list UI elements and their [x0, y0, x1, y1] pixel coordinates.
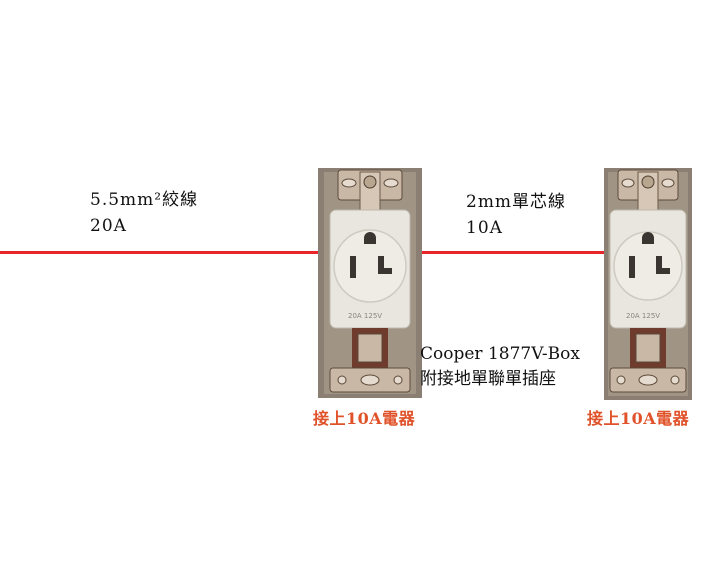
outlet-1-load-label: 接上10A電器 — [313, 409, 416, 428]
wire-segment-2-size: 2mm單芯線 — [466, 192, 567, 212]
outlet-1-model-desc: 附接地單聯單插座 — [420, 369, 556, 389]
wire-segment-1-spec: 5.5mm²絞線 20A — [90, 187, 198, 239]
outlet-1-image: 20A 125V — [318, 168, 422, 398]
outlet-2-image: 20A 125V — [604, 168, 692, 400]
outlet-1-model: Cooper 1877V-Box 附接地單聯單插座 — [420, 342, 580, 392]
wire-segment-1 — [0, 251, 330, 254]
outlet-1-model-name: Cooper 1877V-Box — [420, 344, 580, 364]
wire-segment-1-rating: 20A — [90, 216, 127, 236]
outlet-2-load-label: 接上10A電器 — [587, 409, 690, 428]
wire-segment-2-rating: 10A — [466, 218, 503, 238]
wire-segment-2 — [414, 251, 606, 254]
wire-segment-1-size: 5.5mm²絞線 — [90, 190, 199, 210]
svg-text:20A 125V: 20A 125V — [348, 312, 382, 320]
svg-text:20A 125V: 20A 125V — [626, 312, 660, 320]
wire-segment-2-spec: 2mm單芯線 10A — [466, 189, 566, 241]
